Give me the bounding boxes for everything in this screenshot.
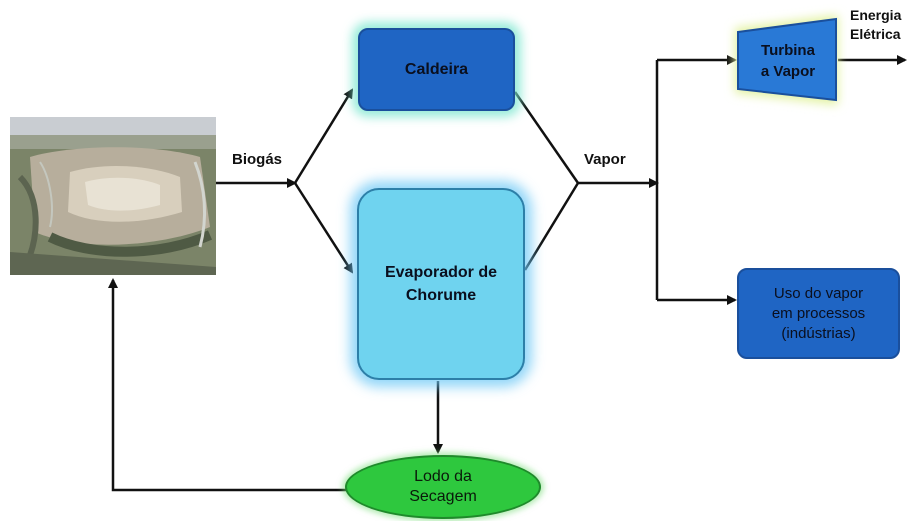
aerial-landfill-photo bbox=[10, 117, 216, 275]
turbina-label: Turbina a Vapor bbox=[760, 42, 816, 80]
line-evaporador-vapor bbox=[523, 182, 580, 271]
evaporador-label: Evaporador de Chorume bbox=[384, 264, 498, 304]
evaporador-box: Evaporador de Chorume bbox=[357, 188, 525, 380]
uso-vapor-label: Uso do vapor em processos (indústrias) bbox=[771, 284, 866, 342]
energia-label: Energia Elétrica bbox=[850, 7, 902, 42]
landfill-photo bbox=[10, 117, 216, 275]
lodo-label: Lodo da Secagem bbox=[409, 468, 477, 505]
caldeira-box: Caldeira bbox=[358, 28, 515, 111]
turbina-shape bbox=[737, 17, 837, 102]
lodo-ellipse: Lodo da Secagem bbox=[345, 455, 541, 519]
line-caldeira-vapor bbox=[513, 91, 580, 184]
arrow-to-evaporador bbox=[293, 182, 354, 274]
caldeira-label: Caldeira bbox=[404, 60, 469, 78]
arrow-to-caldeira bbox=[293, 88, 354, 184]
vapor-label: Vapor bbox=[584, 151, 626, 168]
arrow-lodo-return bbox=[108, 278, 346, 492]
uso-vapor-box: Uso do vapor em processos (indústrias) bbox=[737, 268, 900, 359]
biogas-label: Biogás bbox=[232, 151, 283, 168]
